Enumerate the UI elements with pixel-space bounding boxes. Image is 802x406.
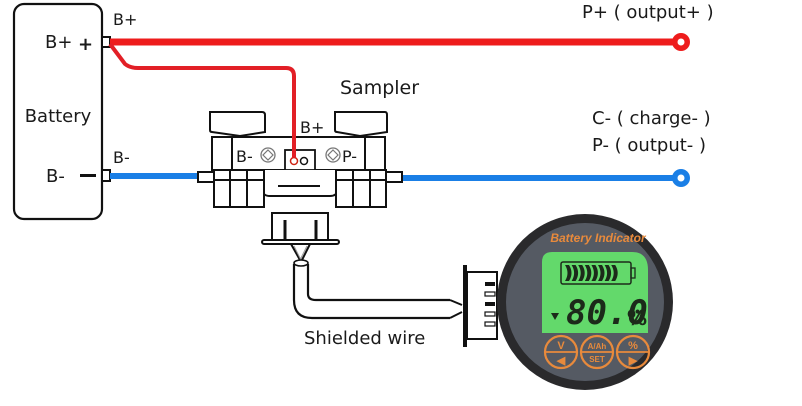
shielded-cable: Shielded wire (290, 243, 498, 349)
lcd-battery-segment (598, 265, 605, 281)
right-arrow-icon: ▶ (628, 355, 638, 367)
lcd-battery-segment (571, 265, 579, 281)
button-current-top: A/Ah (588, 342, 607, 351)
charge-negative-label: C- ( charge- ) (592, 108, 711, 129)
plus-icon: + (78, 34, 93, 55)
battery-neg-terminal (101, 169, 111, 182)
battery-title: Battery (25, 106, 92, 127)
sampler-plug (271, 212, 329, 242)
lcd-battery-segment (591, 265, 598, 281)
sampler-sense-wire (108, 42, 296, 162)
button-percent-top: % (628, 340, 638, 352)
minus-icon (80, 174, 96, 177)
shielded-wire-label: Shielded wire (304, 328, 425, 349)
sampler-bracket (254, 169, 346, 197)
button-percent[interactable]: % ▶ (615, 334, 651, 370)
output-negative-label: P- ( output- ) (592, 135, 706, 156)
negative-wires (110, 169, 690, 187)
sampler-left-cap (209, 111, 266, 138)
indicator-title: Battery Indicator (550, 231, 647, 245)
screw-icon (260, 147, 276, 163)
button-current-set[interactable]: A/Ah SET (579, 334, 615, 370)
sampler-p-minus-label: P- (342, 147, 357, 166)
positive-wires (108, 33, 690, 162)
wire-label-b-plus: B+ (113, 10, 137, 29)
lcd-battery-segment (604, 265, 612, 281)
battery-neg-label: B- (46, 166, 65, 187)
lcd-battery-segment (578, 265, 585, 281)
output-positive-label: P+ ( output+ ) (582, 2, 714, 23)
cable-connector (463, 265, 467, 347)
lcd-battery-segment (611, 265, 618, 281)
sampler: Sampler B+ B- P- (197, 77, 419, 245)
sampler-b-minus-label: B- (236, 147, 253, 166)
button-set-label: SET (589, 355, 605, 364)
lcd-battery-segment (584, 265, 592, 281)
battery: Battery B+ + B- (12, 2, 111, 221)
left-arrow-icon: ◀ (556, 355, 566, 367)
sampler-title: Sampler (340, 77, 419, 99)
right-lug (385, 171, 403, 183)
lcd-reading: 80.0 (566, 293, 648, 333)
left-lug (197, 171, 215, 183)
battery-pos-label: B+ (45, 32, 72, 53)
lcd-battery-bars (565, 265, 618, 281)
button-voltage[interactable]: V ◀ (543, 334, 579, 370)
lcd-unit: % (627, 306, 647, 330)
sampler-right-cap (334, 111, 388, 138)
sampler-b-plus-label: B+ (300, 118, 324, 137)
battery-outline (12, 2, 104, 221)
lcd-indicator-arrow-icon (551, 313, 559, 320)
lcd-battery-segment (565, 265, 572, 281)
wire-label-b-minus: B- (113, 148, 130, 167)
screw-icon (325, 147, 341, 163)
button-voltage-top: V (557, 340, 565, 352)
battery-indicator: Battery Indicator 80.0 % V ◀ A/Ah SET % … (497, 214, 673, 390)
